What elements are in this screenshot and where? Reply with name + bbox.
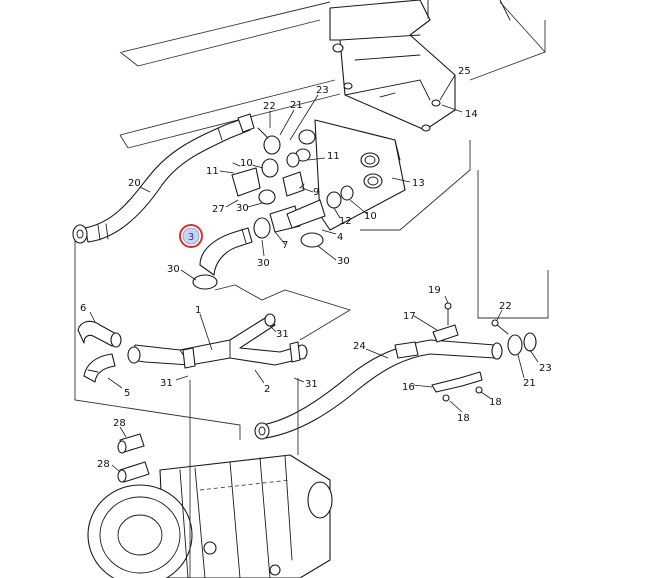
callout-28: 28 bbox=[97, 459, 110, 470]
callout-11: 11 bbox=[327, 151, 340, 162]
hose-clamps bbox=[231, 127, 354, 248]
callout-19: 19 bbox=[428, 285, 441, 296]
callout-14: 14 bbox=[465, 109, 478, 120]
callout-11: 11 bbox=[206, 166, 219, 177]
callout-20: 20 bbox=[128, 178, 141, 189]
callout-18: 18 bbox=[489, 397, 502, 408]
callout-21: 21 bbox=[523, 378, 536, 389]
highlighted-callout-3[interactable]: 3 bbox=[179, 224, 203, 248]
callout-10: 10 bbox=[240, 158, 253, 169]
callout-17: 17 bbox=[403, 311, 416, 322]
callout-2: 2 bbox=[264, 384, 270, 395]
callout-30: 30 bbox=[337, 256, 350, 267]
callout-30: 30 bbox=[236, 203, 249, 214]
sensor-28 bbox=[117, 433, 150, 483]
callout-31: 31 bbox=[276, 329, 289, 340]
callout-13: 13 bbox=[412, 178, 425, 189]
callout-7: 7 bbox=[282, 240, 288, 251]
callout-31: 31 bbox=[160, 378, 173, 389]
callout-24: 24 bbox=[353, 341, 366, 352]
callout-23: 23 bbox=[316, 85, 329, 96]
callout-27: 27 bbox=[212, 204, 225, 215]
right-fittings bbox=[491, 319, 537, 356]
callout-10: 10 bbox=[364, 211, 377, 222]
callout-28: 28 bbox=[113, 418, 126, 429]
callout-30: 30 bbox=[167, 264, 180, 275]
guide-lines bbox=[74, 170, 549, 578]
callout-18: 18 bbox=[457, 413, 470, 424]
callout-23: 23 bbox=[539, 363, 552, 374]
compressor bbox=[87, 454, 333, 578]
leader-lines bbox=[89, 74, 539, 473]
callout-30: 30 bbox=[257, 258, 270, 269]
hose-3 bbox=[192, 227, 253, 290]
chassis-frame bbox=[119, 1, 546, 231]
callout-21: 21 bbox=[290, 100, 303, 111]
hose-24 bbox=[254, 339, 503, 440]
mounting-bracket bbox=[329, 0, 511, 132]
callout-22: 22 bbox=[263, 101, 276, 112]
hose-5 bbox=[83, 353, 116, 383]
hose-20 bbox=[72, 113, 255, 244]
support-brackets bbox=[431, 302, 483, 402]
callout-31: 31 bbox=[305, 379, 318, 390]
callout-16: 16 bbox=[402, 382, 415, 393]
callout-22: 22 bbox=[499, 301, 512, 312]
callout-labels: 25 14 22 21 23 10 11 11 20 9 13 27 30 12… bbox=[80, 66, 552, 470]
callout-25: 25 bbox=[458, 66, 471, 77]
callout-5: 5 bbox=[124, 388, 130, 399]
callout-12: 12 bbox=[339, 216, 352, 227]
callout-1: 1 bbox=[195, 305, 201, 316]
callout-9: 9 bbox=[313, 187, 319, 198]
hose-assembly-1-2 bbox=[127, 313, 308, 369]
hose-6 bbox=[77, 320, 122, 348]
callout-4: 4 bbox=[337, 232, 343, 243]
callout-6: 6 bbox=[80, 303, 86, 314]
highlighted-callout-label: 3 bbox=[188, 232, 194, 243]
